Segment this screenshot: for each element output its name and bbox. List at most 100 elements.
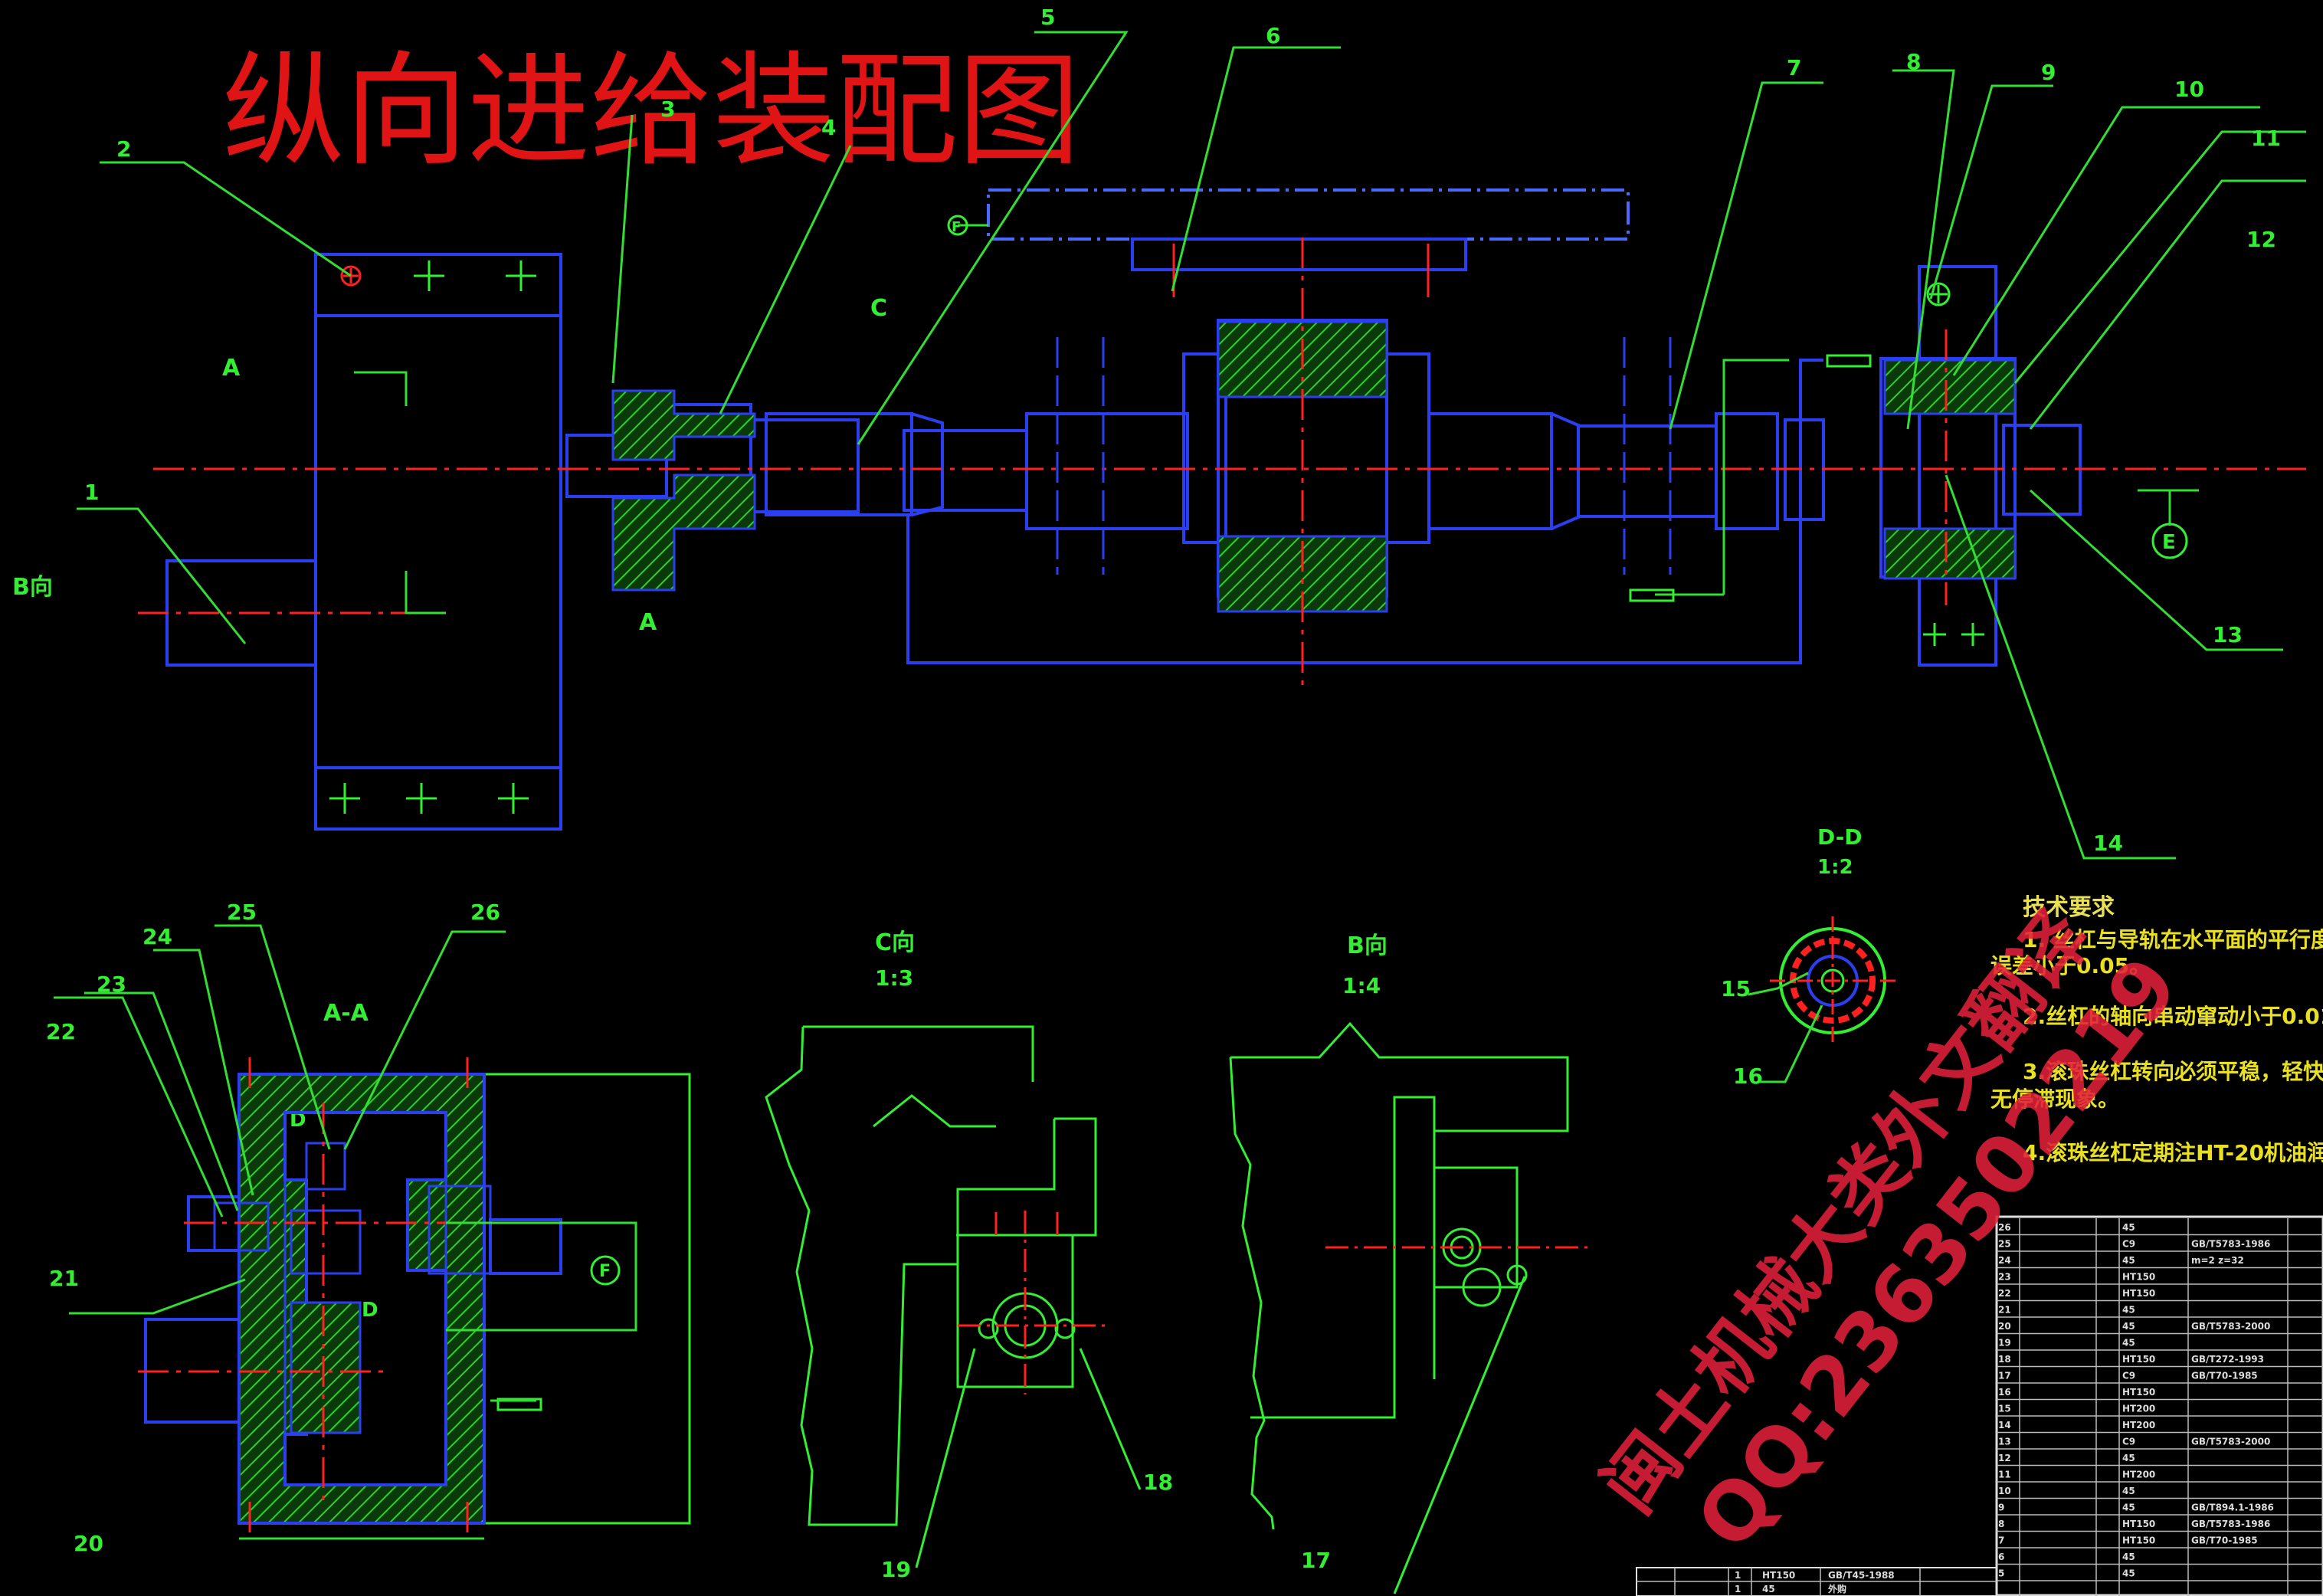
bom-material: C9	[2122, 1371, 2135, 1381]
bom-no: 10	[1998, 1486, 2011, 1496]
marker-c: C	[870, 295, 887, 322]
marker-f-lower: F	[599, 1262, 611, 1281]
bom-no: 5	[1998, 1568, 2004, 1579]
b-view-label: B向	[1347, 932, 1388, 959]
bom-material: C9	[2122, 1437, 2135, 1447]
bom-standard: GB/T5783-2000	[2191, 1437, 2270, 1447]
construction-lines	[1056, 337, 1672, 575]
part-no-8: 8	[1906, 49, 1921, 74]
bom-no: 13	[1998, 1437, 2011, 1447]
bom-material: HT150	[2122, 1535, 2155, 1546]
bom-material: 45	[2122, 1222, 2135, 1233]
bom-no: 19	[1998, 1338, 2011, 1349]
marker-f-top: F	[952, 219, 961, 235]
part-no-20: 20	[74, 1531, 103, 1556]
dd-view: D-D 1:2	[1748, 824, 1895, 1083]
view-markers	[496, 215, 2188, 1411]
bom-material: 45	[2122, 1568, 2135, 1579]
bom-no: 12	[1998, 1453, 2011, 1463]
marker-b-dir: B向	[12, 574, 53, 601]
part-no-21: 21	[49, 1266, 79, 1291]
bom-material: HT150	[2122, 1272, 2155, 1283]
tech-item-4: 4.滚珠丝杠定期注HT-20机油润滑	[2023, 1140, 2323, 1165]
bom-no: 17	[1998, 1371, 2011, 1381]
bom-material: HT150	[2122, 1354, 2155, 1365]
part-no-14: 14	[2093, 831, 2123, 856]
bom-standard: GB/T5783-1986	[2191, 1239, 2270, 1250]
tech-heading: 技术要求	[2023, 894, 2115, 921]
bom-standard: GB/T5783-2000	[2191, 1321, 2270, 1332]
marker-d2: D	[362, 1299, 378, 1322]
bom-no: 16	[1998, 1387, 2011, 1398]
section-aa: A-A	[54, 924, 691, 1540]
bottom-table-r1-mat: HT150	[1762, 1570, 1795, 1581]
part-no-7: 7	[1787, 55, 1801, 80]
bom-no: 22	[1998, 1288, 2011, 1299]
marker-a-bottom: A	[639, 609, 657, 636]
part-no-17: 17	[1301, 1548, 1331, 1573]
bom-standard: m=2 z=32	[2191, 1255, 2244, 1266]
part-no-1: 1	[84, 480, 99, 505]
bom-no: 15	[1998, 1404, 2011, 1414]
bom-no: 25	[1998, 1239, 2011, 1250]
part-no-4: 4	[821, 115, 836, 140]
bom-no: 18	[1998, 1354, 2011, 1365]
part-no-26: 26	[470, 900, 500, 925]
bottom-table-r2-qty: 1	[1735, 1584, 1741, 1594]
c-view-scale: 1:3	[875, 965, 913, 991]
marker-e: E	[2162, 531, 2176, 554]
part-no-11: 11	[2251, 126, 2281, 151]
bom-material: 45	[2122, 1321, 2135, 1332]
bom-material: 45	[2122, 1453, 2135, 1463]
bom-material: 45	[2122, 1305, 2135, 1316]
bom-no: 21	[1998, 1305, 2011, 1316]
dd-view-label: D-D	[1817, 824, 1863, 850]
tech-requirements: 技术要求 1. 丝杠与导轨在水平面的平行度 误差小于0.05。 2.丝杠的轴向串…	[1990, 894, 2323, 1165]
part-no-5: 5	[1040, 5, 1055, 30]
bom-material: HT200	[2122, 1404, 2155, 1414]
bom-material: HT150	[2122, 1288, 2155, 1299]
bom-material: 45	[2122, 1552, 2135, 1562]
bom-no: 26	[1998, 1222, 2011, 1233]
part-no-16: 16	[1733, 1063, 1763, 1089]
part-no-2: 2	[116, 136, 131, 162]
bom-standard: GB/T5783-1986	[2191, 1519, 2270, 1529]
bom-material: HT150	[2122, 1519, 2155, 1529]
part-no-3: 3	[660, 97, 675, 122]
bottom-table-r2-mat: 45	[1762, 1584, 1775, 1594]
bom-material: C9	[2122, 1239, 2135, 1250]
part-no-15: 15	[1721, 976, 1751, 1001]
tech-item-1b: 误差小于0.05。	[1990, 953, 2151, 978]
bom-material: 45	[2122, 1255, 2135, 1266]
bottom-table-r1-std: GB/T45-1988	[1828, 1570, 1895, 1581]
tech-item-3: 3.滚珠丝杠转向必须平稳，轻快	[2023, 1059, 2323, 1084]
bom-no: 24	[1998, 1255, 2011, 1266]
section-aa-label: A-A	[323, 1000, 369, 1027]
b-view: B向 1:4	[1229, 932, 1594, 1594]
leader-lines-top	[77, 31, 2306, 860]
part-no-25: 25	[227, 900, 257, 925]
tech-item-3b: 无停滞现象。	[1990, 1086, 2119, 1112]
part-no-10: 10	[2174, 77, 2204, 102]
tech-item-2: 2.丝杠的轴向串动窜动小于0.01	[2023, 1004, 2323, 1029]
bom-standard: GB/T272-1993	[2191, 1354, 2264, 1365]
bom-standard: GB/T70-1985	[2191, 1371, 2258, 1381]
c-view: C向 1:3	[765, 929, 1142, 1568]
bom-no: 23	[1998, 1272, 2011, 1283]
tech-item-1: 1. 丝杠与导轨在水平面的平行度	[2023, 927, 2323, 952]
c-view-label: C向	[875, 929, 915, 956]
cross-marks	[329, 261, 1984, 814]
bom-material: 45	[2122, 1486, 2135, 1496]
bom-no: 11	[1998, 1470, 2011, 1480]
part-no-24: 24	[143, 924, 172, 949]
bottom-table: 1 HT150 GB/T45-1988 1 45 外购	[1636, 1567, 1997, 1596]
bom-material: 45	[2122, 1503, 2135, 1513]
bottom-table-r2-std: 外购	[1828, 1583, 1846, 1594]
b-view-scale: 1:4	[1342, 973, 1381, 998]
part-no-9: 9	[2041, 60, 2056, 85]
bom-material: 45	[2122, 1338, 2135, 1349]
bom-material: HT200	[2122, 1470, 2155, 1480]
bom-no: 7	[1998, 1535, 2004, 1546]
